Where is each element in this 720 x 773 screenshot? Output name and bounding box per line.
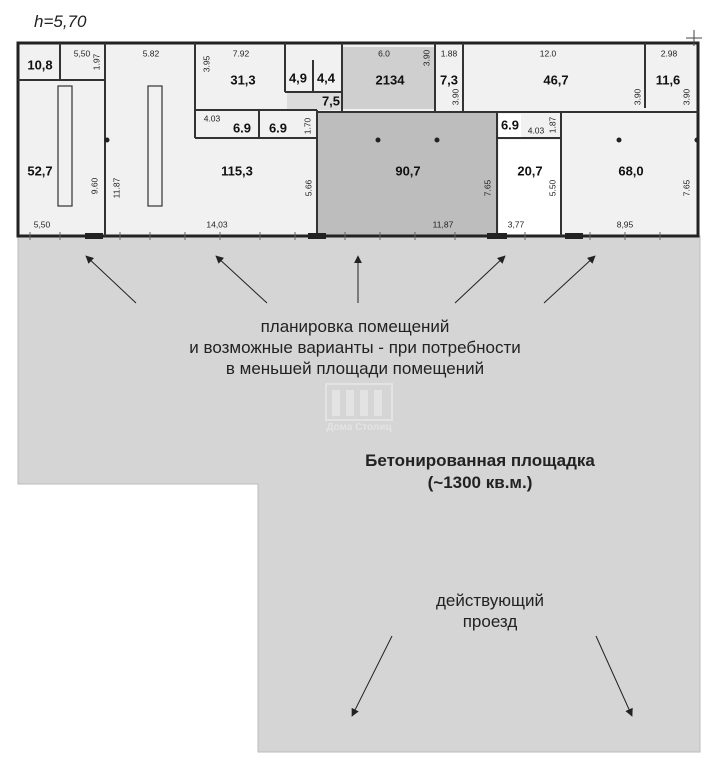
room-area-r5: 4,9 [289, 70, 307, 85]
room-area-r17: 68,0 [618, 163, 643, 178]
concrete-site-caption: Бетонированная площадка (~1300 кв.м.) [300, 450, 660, 494]
layout-caption: планировка помещений и возможные вариант… [140, 316, 570, 379]
dim-label: 4.03 [528, 125, 545, 135]
dim-label: 1.97 [91, 53, 101, 70]
room-area-r6: 4,4 [317, 70, 336, 85]
layout-caption-line: и возможные варианты - при потребности [189, 338, 521, 357]
room-area-r12: 7,3 [440, 72, 458, 87]
room-fill-7-5 [287, 92, 342, 110]
concrete-site-title: Бетонированная площадка [365, 451, 595, 470]
room-fill-6-9-right [499, 114, 521, 138]
room-area-r7: 7,5 [322, 93, 340, 108]
corner-mark [686, 30, 702, 46]
room-area-r14: 11,6 [656, 72, 681, 87]
columns [104, 137, 700, 143]
room-area-r3: 115,3 [221, 163, 253, 178]
room-area-r2: 52,7 [27, 163, 52, 178]
room-area-r9: 6.9 [233, 120, 251, 135]
dim-label: 3.90 [450, 88, 460, 105]
watermark-logo: Дома Столиц [316, 378, 402, 442]
dim-label: 9.60 [89, 177, 99, 194]
watermark-building-icon [325, 383, 393, 421]
dim-label: 11.87 [111, 177, 121, 198]
dim-label: 14,03 [206, 219, 228, 229]
room-fill-90-7 [317, 112, 497, 236]
road-caption-line: проезд [462, 612, 518, 631]
road-caption: действующий проезд [380, 590, 600, 632]
dim-label: 3.90 [632, 88, 642, 105]
room-area-r13: 46,7 [543, 72, 568, 87]
dim-label: 8,95 [617, 219, 634, 229]
room-fill-2134 [342, 47, 435, 109]
room-area-r11: 90,7 [395, 163, 420, 178]
concrete-site-area: (~1300 кв.м.) [427, 473, 533, 492]
layout-caption-line: в меньшей площади помещений [225, 359, 485, 378]
dim-label: 5,50 [74, 48, 91, 58]
dim-label: 7.92 [233, 48, 250, 58]
fixture-left [57, 85, 73, 207]
layout-caption-line: планировка помещений [260, 317, 450, 336]
dim-label: 1.88 [441, 48, 458, 58]
room-area-r1: 10,8 [27, 57, 52, 72]
dim-label: 3.95 [201, 55, 211, 72]
watermark-text: Дома Столиц [326, 422, 392, 433]
ceiling-height-label: h=5,70 [34, 12, 87, 31]
dim-label: 3.90 [421, 49, 431, 66]
room-area-r8: 2134 [376, 72, 406, 87]
dim-label: 5.82 [143, 48, 160, 58]
dim-label: 5.50 [547, 179, 557, 196]
dim-label: 7.65 [681, 179, 691, 196]
dim-label: 5.66 [303, 179, 313, 196]
room-area-r10: 6.9 [269, 120, 287, 135]
dim-label: 7.65 [482, 179, 492, 196]
room-area-r15: 6.9 [501, 117, 519, 132]
dim-label: 11,87 [433, 219, 454, 229]
room-area-r16: 20,7 [517, 163, 542, 178]
dim-label: 3.90 [681, 88, 691, 105]
dim-label: 1.70 [302, 117, 312, 134]
road-caption-line: действующий [435, 591, 545, 610]
room-area-r4: 31,3 [230, 72, 255, 87]
dim-label: 4.03 [204, 113, 221, 123]
plan-arrows [85, 255, 596, 304]
window-marks [29, 232, 661, 240]
fixture-middle [147, 85, 163, 207]
concrete-yard [17, 235, 701, 753]
road-arrows [351, 635, 633, 717]
dim-label: 1.87 [547, 116, 557, 133]
dim-label: 12.0 [540, 48, 557, 58]
room-fill-20-7 [499, 140, 561, 236]
dim-label: 6.0 [378, 48, 390, 58]
door-gaps [85, 233, 583, 239]
interior-walls [18, 43, 698, 236]
dim-label: 3,77 [508, 219, 525, 229]
dim-label: 2.98 [661, 48, 678, 58]
dim-label: 5,50 [34, 219, 51, 229]
